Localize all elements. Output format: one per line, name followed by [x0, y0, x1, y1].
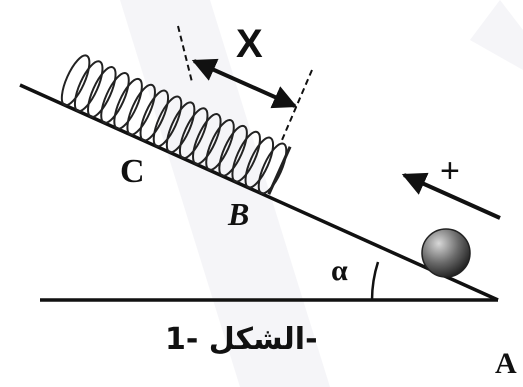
angle-alpha-label: α	[331, 254, 348, 287]
figure-caption: الشكل -1-	[165, 322, 318, 357]
spring-coil	[60, 54, 91, 107]
spring-coil	[139, 89, 170, 142]
spring-coil	[73, 60, 104, 113]
spring-coil	[113, 77, 143, 130]
point-a-label: A	[495, 347, 517, 380]
positive-direction-arrow	[401, 172, 501, 220]
spring	[60, 54, 292, 195]
spring-coil	[100, 71, 130, 124]
spring-coil	[218, 124, 248, 177]
spring-coil	[244, 136, 275, 189]
x-label: X	[236, 22, 263, 66]
point-b-label: B	[228, 196, 250, 232]
spring-coil	[178, 107, 209, 160]
ball	[421, 228, 471, 278]
dashed-line-right	[281, 69, 313, 141]
angle-arc	[370, 261, 380, 301]
spring-coil	[231, 130, 261, 183]
x-dimension-arrow	[191, 58, 298, 109]
incline-line	[19, 83, 499, 302]
spring-coil	[205, 118, 235, 171]
spring-coil	[87, 66, 117, 118]
point-c-label: C	[120, 153, 145, 190]
spring-coil	[257, 142, 288, 195]
spring-coil	[165, 101, 196, 154]
spring-end-plate	[267, 146, 292, 195]
plus-direction-label: +	[440, 152, 460, 190]
watermark	[120, 0, 523, 387]
spring-coil	[152, 95, 183, 148]
spring-coil	[192, 113, 222, 165]
spring-coil	[126, 83, 156, 136]
